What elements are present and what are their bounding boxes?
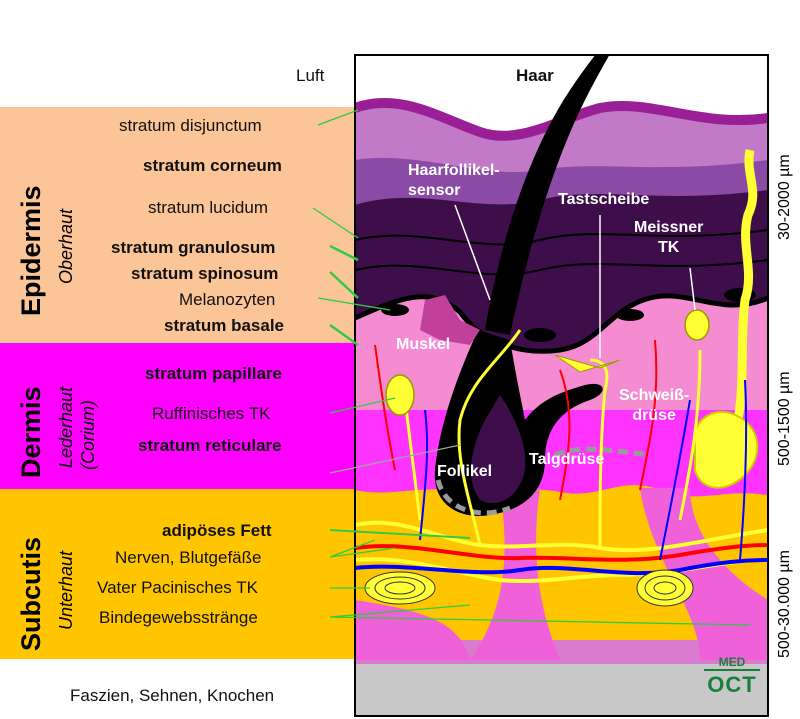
epidermis-depth: 30-2000 µm	[776, 154, 793, 240]
artery	[639, 339, 658, 491]
meissner-corpuscle	[684, 309, 710, 341]
arrector-muscle	[420, 295, 480, 345]
label-hair-follicle-sensor: Haarfollikel- sensor	[408, 162, 500, 199]
label-stratum-papillare: stratum papillare	[145, 364, 282, 383]
follicle-inner	[470, 395, 526, 504]
pacini-corpuscle	[364, 571, 436, 605]
vein	[419, 409, 429, 541]
melanocyte	[381, 304, 409, 316]
label-follikel: Follikel	[437, 463, 493, 480]
artery	[559, 369, 571, 501]
inner-pointers	[454, 204, 696, 358]
sweat-gland-coil	[693, 410, 759, 489]
vein	[739, 379, 748, 561]
medoct-logo: MED OCT	[704, 655, 760, 707]
nerve	[355, 520, 768, 553]
label-ruffini: Ruffinisches TK	[152, 404, 271, 423]
label-pacini: Vater Pacinisches TK	[97, 578, 258, 597]
label-tastscheibe: Tastscheibe	[558, 191, 650, 208]
epidermis-subtitle: Oberhaut	[56, 208, 76, 284]
label-talgdruese: Talgdrüse	[529, 451, 605, 468]
dermis-depth: 500-1500 µm	[776, 371, 793, 466]
hair-label: Haar	[516, 66, 554, 85]
melanocyte	[524, 328, 556, 342]
diagram-frame	[354, 54, 769, 717]
label-stratum-lucidum: stratum lucidum	[148, 198, 268, 217]
label-stratum-spinosum: stratum spinosum	[131, 264, 279, 283]
epidermis-band	[0, 107, 355, 343]
connective-strand	[640, 488, 768, 660]
label-muskel: Muskel	[396, 336, 451, 353]
connective-strand	[355, 600, 470, 660]
label-stratum-reticulare: stratum reticulare	[138, 436, 282, 455]
artery	[355, 543, 768, 562]
label-melanozyten: Melanozyten	[179, 290, 276, 309]
label-nerves-vessels: Nerven, Blutgefäße	[115, 548, 262, 567]
label-stratum-disjunctum: stratum disjunctum	[119, 116, 262, 135]
label-fat: adipöses Fett	[162, 521, 272, 540]
vein	[659, 399, 691, 561]
subcutis-band	[0, 489, 355, 659]
dermis-subtitle-corium: (Corium)	[78, 400, 98, 470]
label-stratum-basale: stratum basale	[164, 316, 284, 335]
air-label: Luft	[296, 66, 325, 85]
dermis-subtitle: Lederhaut	[56, 386, 76, 468]
nerve	[678, 349, 702, 521]
connective-strand	[470, 488, 560, 660]
ruffini-corpuscle	[385, 374, 415, 416]
subcutis-title: Subcutis	[16, 536, 46, 651]
stratum-granulosum-line	[355, 229, 768, 246]
sebaceous-gland	[554, 446, 651, 458]
subcutis-depth: 500-30.000 µm	[776, 550, 793, 658]
artery	[374, 344, 396, 471]
hair-shaft	[485, 55, 610, 335]
stratum-basale-line	[355, 293, 768, 354]
label-connective: Bindegewebsstränge	[99, 608, 258, 627]
epidermis-title: Epidermis	[16, 185, 46, 316]
nerve	[457, 329, 522, 546]
vein	[355, 558, 768, 576]
pacini-corpuscle	[636, 569, 694, 607]
merkel-disc	[554, 354, 621, 373]
label-meissner: Meissner TK	[634, 219, 704, 256]
label-schweissdruese: Schweiß- drüse	[619, 387, 690, 424]
label-stratum-corneum: stratum corneum	[143, 156, 282, 175]
fascia	[355, 664, 768, 716]
label-stratum-granulosum: stratum granulosum	[111, 238, 276, 257]
dermis-title: Dermis	[16, 386, 46, 478]
fascia-label: Faszien, Sehnen, Knochen	[70, 686, 275, 705]
dermis-band	[0, 343, 355, 489]
follicle-outline	[435, 479, 511, 516]
pointer-lines	[312, 109, 751, 626]
melanocyte	[616, 309, 644, 321]
stratum-spinosum-line	[355, 259, 768, 276]
subcutis-subtitle: Unterhaut	[56, 550, 76, 630]
